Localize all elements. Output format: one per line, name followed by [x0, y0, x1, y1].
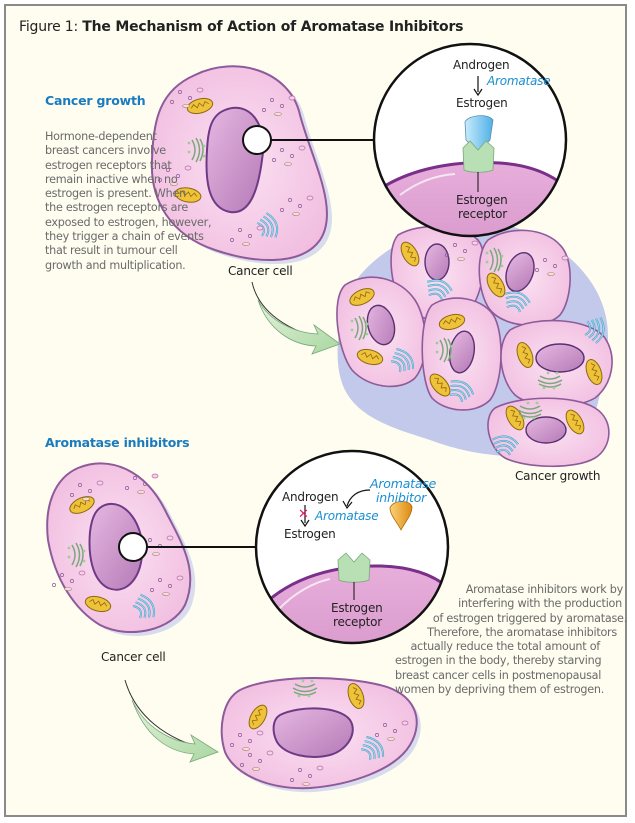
- progression-arrow-top: [251, 281, 341, 355]
- text-line: that result in tumour cell: [45, 244, 178, 258]
- text-line: Therefore, the aromatase inhibitors: [427, 625, 617, 639]
- text-line: breast cancer cells in postmenopausal: [395, 668, 602, 682]
- blocked-x-icon: ✕: [298, 507, 309, 522]
- section-heading-aromatase-inhibitors: Aromatase inhibitors: [45, 435, 190, 450]
- cancer-cell-cluster: [336, 220, 613, 468]
- cancer-cell-inhibited: [220, 677, 421, 793]
- inset-aromatase-label: Aromatase: [487, 74, 551, 88]
- inset2-estrogen-label: Estrogen: [284, 527, 336, 541]
- text-line: of estrogen triggered by aromatase.: [432, 611, 627, 625]
- inset2-inhibitor-label-line1: Aromatase: [370, 476, 437, 491]
- cancer-cell-bottom: [46, 462, 196, 637]
- inset2-receptor-label-line2: receptor: [333, 615, 383, 629]
- cancer-cell-top: [150, 65, 332, 265]
- text-line: interfering with the production: [458, 597, 622, 611]
- estrogen-receptor-empty-icon: [337, 552, 371, 583]
- cancer-growth-label: Cancer growth: [515, 469, 601, 483]
- text-line: Hormone-dependent: [45, 130, 157, 143]
- estrogen-receptor-icon: [462, 140, 495, 173]
- inset-receptor-label-line2: receptor: [458, 207, 508, 221]
- text-line: Aromatase inhibitors work by: [465, 583, 624, 596]
- figure-title: Figure 1: The Mechanism of Action of Aro…: [19, 19, 463, 35]
- aromatase-inhibitors-description: Aromatase inhibitors work by interfering…: [395, 583, 627, 697]
- text-line: growth and multiplication.: [45, 258, 186, 272]
- cancer-growth-description: Hormone-dependent breast cancers involve…: [45, 130, 212, 273]
- progression-arrow-bottom: [124, 679, 219, 763]
- text-line: exposed to estrogen, however,: [45, 215, 212, 229]
- figure-title-text: The Mechanism of Action of Aromatase Inh…: [82, 19, 464, 35]
- text-line: women by depriving them of estrogen.: [395, 683, 605, 697]
- inset-receptor-label-line1: Estrogen: [456, 193, 508, 207]
- inset2-inhibitor-label-line2: inhibitor: [376, 490, 427, 505]
- inset-estrogen-label: Estrogen: [456, 96, 508, 110]
- text-line: remain inactive when no: [45, 172, 178, 186]
- cancer-cell-label-top: Cancer cell: [228, 264, 293, 278]
- figure-number: Figure 1:: [19, 19, 79, 35]
- text-line: breast cancers involve: [45, 144, 166, 158]
- inset2-androgen-label: Androgen: [282, 490, 339, 504]
- inset2-receptor-label-line1: Estrogen: [331, 601, 383, 615]
- text-line: estrogen in the body, thereby starving: [395, 654, 602, 668]
- aromatase-inhibitor-icon: [389, 501, 413, 531]
- text-line: actually reduce the total amount of: [410, 640, 600, 654]
- section-heading-cancer-growth: Cancer growth: [45, 93, 146, 108]
- inset2-aromatase-label: Aromatase: [315, 509, 379, 523]
- cancer-cell-label-bottom: Cancer cell: [101, 650, 166, 664]
- inset-androgen-label: Androgen: [453, 58, 510, 72]
- text-line: estrogen is present. When: [45, 187, 186, 201]
- text-line: estrogen receptors that: [45, 158, 172, 172]
- text-line: the estrogen receptors are: [45, 201, 189, 215]
- text-line: they trigger a chain of events: [45, 230, 204, 244]
